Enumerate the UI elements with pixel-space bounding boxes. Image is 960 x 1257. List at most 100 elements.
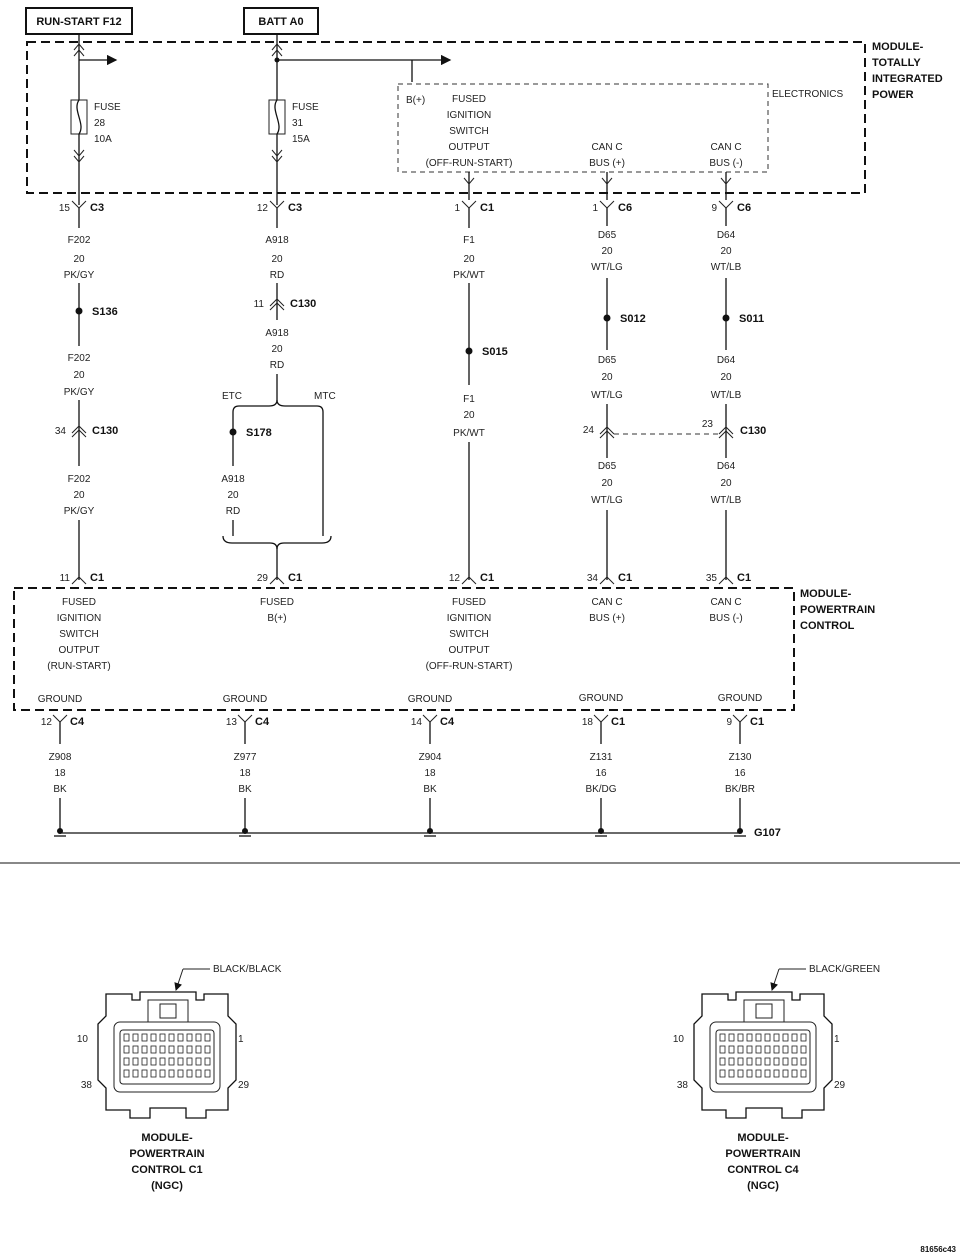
connector-pin-cavity xyxy=(773,1033,780,1042)
svg-text:20: 20 xyxy=(73,370,85,381)
connector-pin-cavity xyxy=(204,1033,211,1042)
svg-text:IGNITION: IGNITION xyxy=(57,613,101,624)
svg-text:PK/GY: PK/GY xyxy=(64,270,95,281)
connector-pin-cavity xyxy=(764,1069,771,1078)
connector-pin-cavity xyxy=(123,1057,130,1066)
svg-text:14: 14 xyxy=(411,717,423,728)
connector-pin-cavity xyxy=(204,1045,211,1054)
connector-pin-cavity xyxy=(141,1045,148,1054)
connector-pin-cavity xyxy=(177,1069,184,1078)
svg-text:C130: C130 xyxy=(740,425,766,437)
svg-text:BK: BK xyxy=(238,784,252,795)
connector-pin-cavity xyxy=(150,1045,157,1054)
svg-text:18: 18 xyxy=(239,768,251,779)
splice-s011: S011 xyxy=(739,313,764,325)
svg-text:GROUND: GROUND xyxy=(223,694,267,705)
svg-text:BATT A0: BATT A0 xyxy=(258,16,303,28)
svg-text:TOTALLY: TOTALLY xyxy=(872,57,921,69)
connector-pin-cavity xyxy=(728,1069,735,1078)
connector-pin-cavity xyxy=(746,1045,753,1054)
top-connector-c6-1: 1 C6 xyxy=(592,200,632,214)
wire-a918: A918 20 RD A918 20 RD A918 20 RD xyxy=(221,208,332,580)
connector-pin-cavity xyxy=(719,1045,726,1054)
svg-text:(NGC): (NGC) xyxy=(151,1180,183,1192)
svg-text:20: 20 xyxy=(463,254,475,265)
connector-pin-cavity xyxy=(168,1033,175,1042)
svg-text:11: 11 xyxy=(254,299,265,310)
svg-text:CONTROL C4: CONTROL C4 xyxy=(727,1164,799,1176)
connector-pin-cavity xyxy=(755,1033,762,1042)
svg-text:34: 34 xyxy=(55,426,67,437)
tipm-module-boundary xyxy=(26,41,866,194)
connector-pin-cavity xyxy=(746,1057,753,1066)
svg-text:PK/WT: PK/WT xyxy=(453,428,485,439)
pcm-fused-ign-run-start: FUSED IGNITION SWITCH OUTPUT (RUN-START) xyxy=(47,597,111,672)
svg-text:F202: F202 xyxy=(68,474,91,485)
pcm-fused-bplus: FUSED B(+) xyxy=(260,597,294,624)
svg-text:28: 28 xyxy=(94,118,106,129)
svg-text:BLACK/GREEN: BLACK/GREEN xyxy=(809,964,880,975)
fuse-28-circuit: FUSE 28 10A xyxy=(70,34,121,205)
svg-text:18: 18 xyxy=(424,768,436,779)
svg-text:C1: C1 xyxy=(480,572,494,584)
svg-text:F1: F1 xyxy=(463,394,475,405)
svg-text:(OFF-RUN-START): (OFF-RUN-START) xyxy=(426,661,513,672)
svg-text:23: 23 xyxy=(702,419,714,430)
svg-text:Z908: Z908 xyxy=(49,752,72,763)
svg-text:CAN C: CAN C xyxy=(710,597,741,608)
svg-text:C130: C130 xyxy=(290,298,316,310)
svg-text:POWER: POWER xyxy=(872,89,914,101)
svg-text:9: 9 xyxy=(726,717,732,728)
connector-c130-24: 24 xyxy=(583,425,595,436)
connector-pin-cavity xyxy=(728,1057,735,1066)
connector-pin-cavity xyxy=(132,1057,139,1066)
connector-c130-34: 34 C130 xyxy=(55,425,118,437)
wire-d64: D64 20 WT/LB D64 20 WT/LB D64 20 WT/LB xyxy=(711,208,742,580)
svg-text:CAN C: CAN C xyxy=(710,142,741,153)
svg-text:18: 18 xyxy=(582,717,594,728)
svg-text:F1: F1 xyxy=(463,235,475,246)
svg-text:10: 10 xyxy=(77,1034,89,1045)
connector-pin-cavity xyxy=(159,1057,166,1066)
pcm-can-neg: CAN C BUS (-) xyxy=(709,597,742,624)
svg-text:20: 20 xyxy=(601,372,613,383)
pcm-connector-29: 29 C1 xyxy=(257,572,302,585)
connector-pin-cavity xyxy=(168,1069,175,1078)
svg-text:Z904: Z904 xyxy=(419,752,442,763)
svg-text:C4: C4 xyxy=(255,716,270,728)
svg-text:C1: C1 xyxy=(611,716,625,728)
svg-text:INTEGRATED: INTEGRATED xyxy=(872,73,943,85)
svg-text:S012: S012 xyxy=(620,313,646,325)
svg-text:IGNITION: IGNITION xyxy=(447,613,491,624)
connector-pin-cavity xyxy=(755,1069,762,1078)
svg-text:1: 1 xyxy=(238,1034,244,1045)
connector-pin-cavity xyxy=(204,1057,211,1066)
fuse-31-circuit: FUSE 31 15A xyxy=(268,34,452,205)
svg-text:C6: C6 xyxy=(618,202,632,214)
connector-pin-cavity xyxy=(791,1069,798,1078)
connector-c4-pin-field xyxy=(719,1033,807,1078)
svg-text:1: 1 xyxy=(834,1034,840,1045)
svg-text:CONTROL: CONTROL xyxy=(800,620,855,632)
connector-pin-cavity xyxy=(186,1045,193,1054)
wire-f1: F1 20 PK/WT F1 20 PK/WT xyxy=(453,208,485,580)
svg-text:D65: D65 xyxy=(598,461,617,472)
connector-pin-cavity xyxy=(132,1045,139,1054)
svg-text:POWERTRAIN: POWERTRAIN xyxy=(129,1148,204,1160)
svg-text:BK/BR: BK/BR xyxy=(725,784,755,795)
connector-pin-cavity xyxy=(800,1069,807,1078)
svg-text:RUN-START F12: RUN-START F12 xyxy=(36,16,121,28)
wire-d65: D65 20 WT/LG D65 20 WT/LG D65 20 WT/LG xyxy=(591,208,623,580)
svg-text:S011: S011 xyxy=(739,313,764,325)
top-connector-c6-9: 9 C6 xyxy=(711,200,751,214)
svg-text:B(+): B(+) xyxy=(406,95,425,106)
svg-text:1: 1 xyxy=(454,203,460,214)
svg-text:31: 31 xyxy=(292,118,304,129)
svg-text:RD: RD xyxy=(226,506,240,517)
svg-text:(OFF-RUN-START): (OFF-RUN-START) xyxy=(426,158,513,169)
splice-s012: S012 xyxy=(620,313,646,325)
tipm-title: MODULE- TOTALLY INTEGRATED POWER xyxy=(872,41,943,101)
connector-c130-23: 23 C130 xyxy=(614,419,766,437)
svg-text:CAN C: CAN C xyxy=(591,597,622,608)
